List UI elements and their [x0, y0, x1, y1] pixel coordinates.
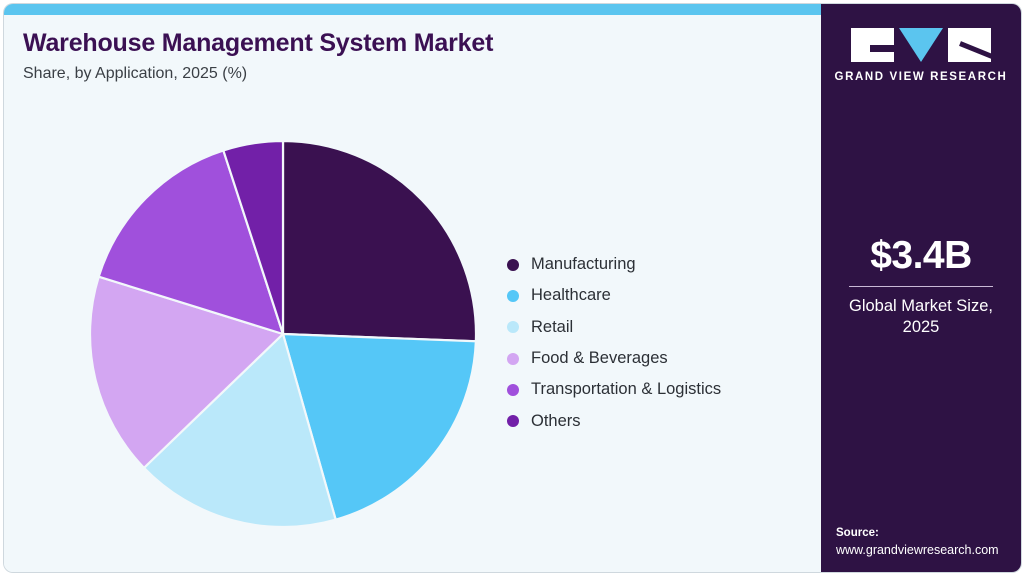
pie-slice[interactable] — [88, 275, 286, 470]
brand-sidebar: GRAND VIEW RESEARCH $3.4B Global Market … — [821, 4, 1021, 572]
brand-logo: GRAND VIEW RESEARCH — [821, 28, 1021, 83]
legend-label: Transportation & Logistics — [531, 380, 722, 399]
legend-swatch-icon — [507, 258, 519, 271]
legend-item[interactable]: Retail — [507, 312, 807, 343]
title-block: Warehouse Management System Market Share… — [23, 29, 783, 83]
page-subtitle: Share, by Application, 2025 (%) — [23, 64, 248, 82]
market-size-stat: $3.4B Global Market Size, 2025 — [835, 234, 1007, 338]
pie-slice[interactable] — [281, 139, 478, 343]
stat-caption: Global Market Size, 2025 — [849, 296, 993, 337]
legend-label: Food & Beverages — [531, 349, 668, 368]
pie-chart-svg — [88, 139, 478, 529]
top-accent-bar — [4, 4, 821, 15]
pie-slice-group — [88, 139, 478, 529]
legend-swatch-icon — [507, 321, 519, 334]
legend-label: Others — [531, 411, 581, 430]
legend-swatch-icon — [507, 289, 519, 302]
stat-value: $3.4B — [870, 234, 972, 277]
logo-g-icon — [851, 28, 894, 62]
legend-item[interactable]: Others — [507, 405, 807, 436]
legend-label: Healthcare — [531, 286, 611, 305]
pie-slice[interactable] — [97, 149, 285, 336]
source-url: www.grandviewresearch.com — [836, 543, 999, 558]
logo-wordmark: GRAND VIEW RESEARCH — [834, 71, 1008, 83]
legend-item[interactable]: Food & Beverages — [507, 343, 807, 374]
legend-item[interactable]: Manufacturing — [507, 249, 807, 280]
legend-label: Manufacturing — [531, 255, 636, 274]
source-block: Source: www.grandviewresearch.com — [836, 525, 1011, 559]
stat-divider — [849, 285, 993, 287]
legend-swatch-icon — [507, 352, 519, 365]
legend-label: Retail — [531, 317, 574, 336]
pie-slice[interactable] — [142, 331, 338, 529]
logo-r-icon — [948, 28, 991, 62]
infographic-card: Warehouse Management System Market Share… — [4, 4, 1021, 572]
legend-swatch-icon — [507, 415, 519, 428]
source-label: Source: — [836, 527, 879, 540]
page-title: Warehouse Management System Market — [23, 29, 494, 57]
legend-swatch-icon — [507, 383, 519, 396]
logo-marks — [821, 28, 1021, 62]
legend-item[interactable]: Transportation & Logistics — [507, 374, 807, 405]
pie-slice[interactable] — [221, 139, 285, 335]
legend-item[interactable]: Healthcare — [507, 280, 807, 311]
chart-panel: Warehouse Management System Market Share… — [4, 15, 821, 572]
logo-v-triangle-icon — [899, 28, 943, 62]
pie-chart — [88, 139, 478, 529]
pie-slice[interactable] — [281, 332, 478, 522]
